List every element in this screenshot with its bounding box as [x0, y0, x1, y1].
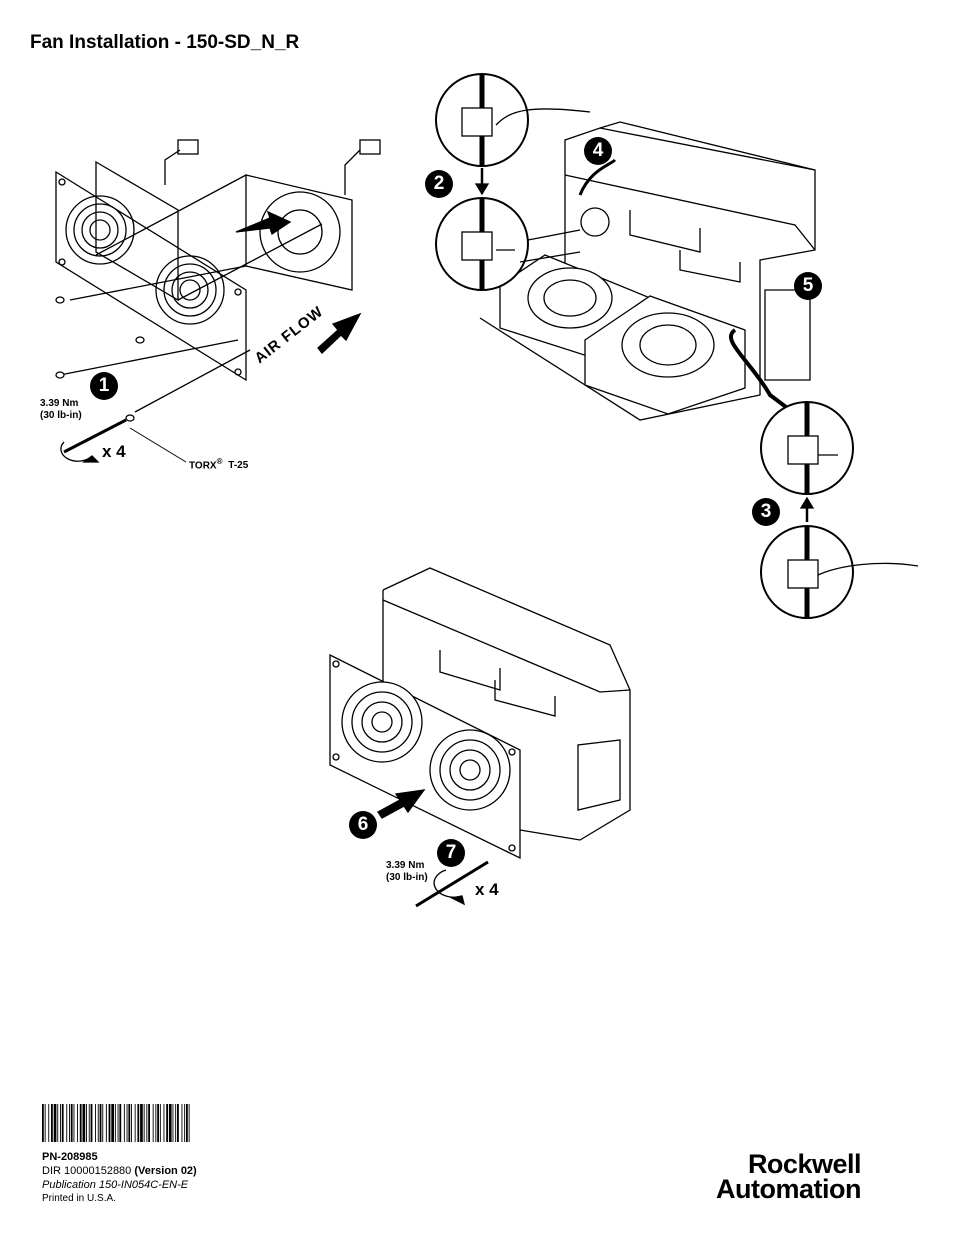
step-6-marker: 6	[349, 811, 377, 839]
torx-label: TORX® T-25	[189, 456, 248, 472]
step-7-marker: 7	[437, 839, 465, 867]
step-4-marker: 4	[584, 137, 612, 165]
torque-nm-bottom: 3.39 Nm	[386, 860, 425, 871]
starter-unit-bottom	[382, 567, 631, 841]
torque-lbin: (30 lb-in)	[40, 410, 82, 421]
torque-nm: 3.39 Nm	[40, 398, 79, 409]
quantity-label-top: x 4	[102, 442, 126, 461]
logo-line-1: Rockwell	[747, 1149, 862, 1179]
publication-number: Publication 150-IN054C-EN-E	[42, 1179, 189, 1191]
torx-size: T-25	[228, 460, 249, 472]
step-2-marker: 2	[425, 170, 453, 198]
torx-text: TORX	[189, 460, 217, 472]
printed-in: Printed in U.S.A.	[42, 1193, 116, 1204]
step-3-marker: 3	[752, 498, 780, 526]
fan-guard-exploded	[55, 170, 247, 382]
step-5-marker: 5	[794, 272, 822, 300]
fan-unit-2	[245, 139, 381, 291]
version-text: (Version 02)	[134, 1165, 197, 1177]
torque-label-bottom: 3.39 Nm (30 lb-in)	[386, 860, 428, 884]
step-1-marker: 1	[90, 372, 118, 400]
part-number: PN-208985	[42, 1151, 98, 1163]
logo-line-2: Automation	[716, 1174, 861, 1204]
barcode	[42, 1104, 190, 1142]
quantity-label-bottom: x 4	[475, 880, 499, 899]
registered-mark: ®	[216, 457, 223, 466]
torque-label-top: 3.39 Nm (30 lb-in)	[40, 398, 82, 422]
page-title: Fan Installation - 150-SD_N_R	[30, 32, 300, 53]
torque-lbin-bottom: (30 lb-in)	[386, 872, 428, 883]
fan-guard-bottom	[329, 653, 521, 860]
rockwell-automation-logo: Rockwell Automation	[716, 1149, 862, 1204]
dir-number: DIR 10000152880 (Version 02)	[42, 1164, 197, 1178]
dir-text: DIR 10000152880	[42, 1165, 132, 1177]
fan-unit-top-right	[584, 295, 746, 415]
